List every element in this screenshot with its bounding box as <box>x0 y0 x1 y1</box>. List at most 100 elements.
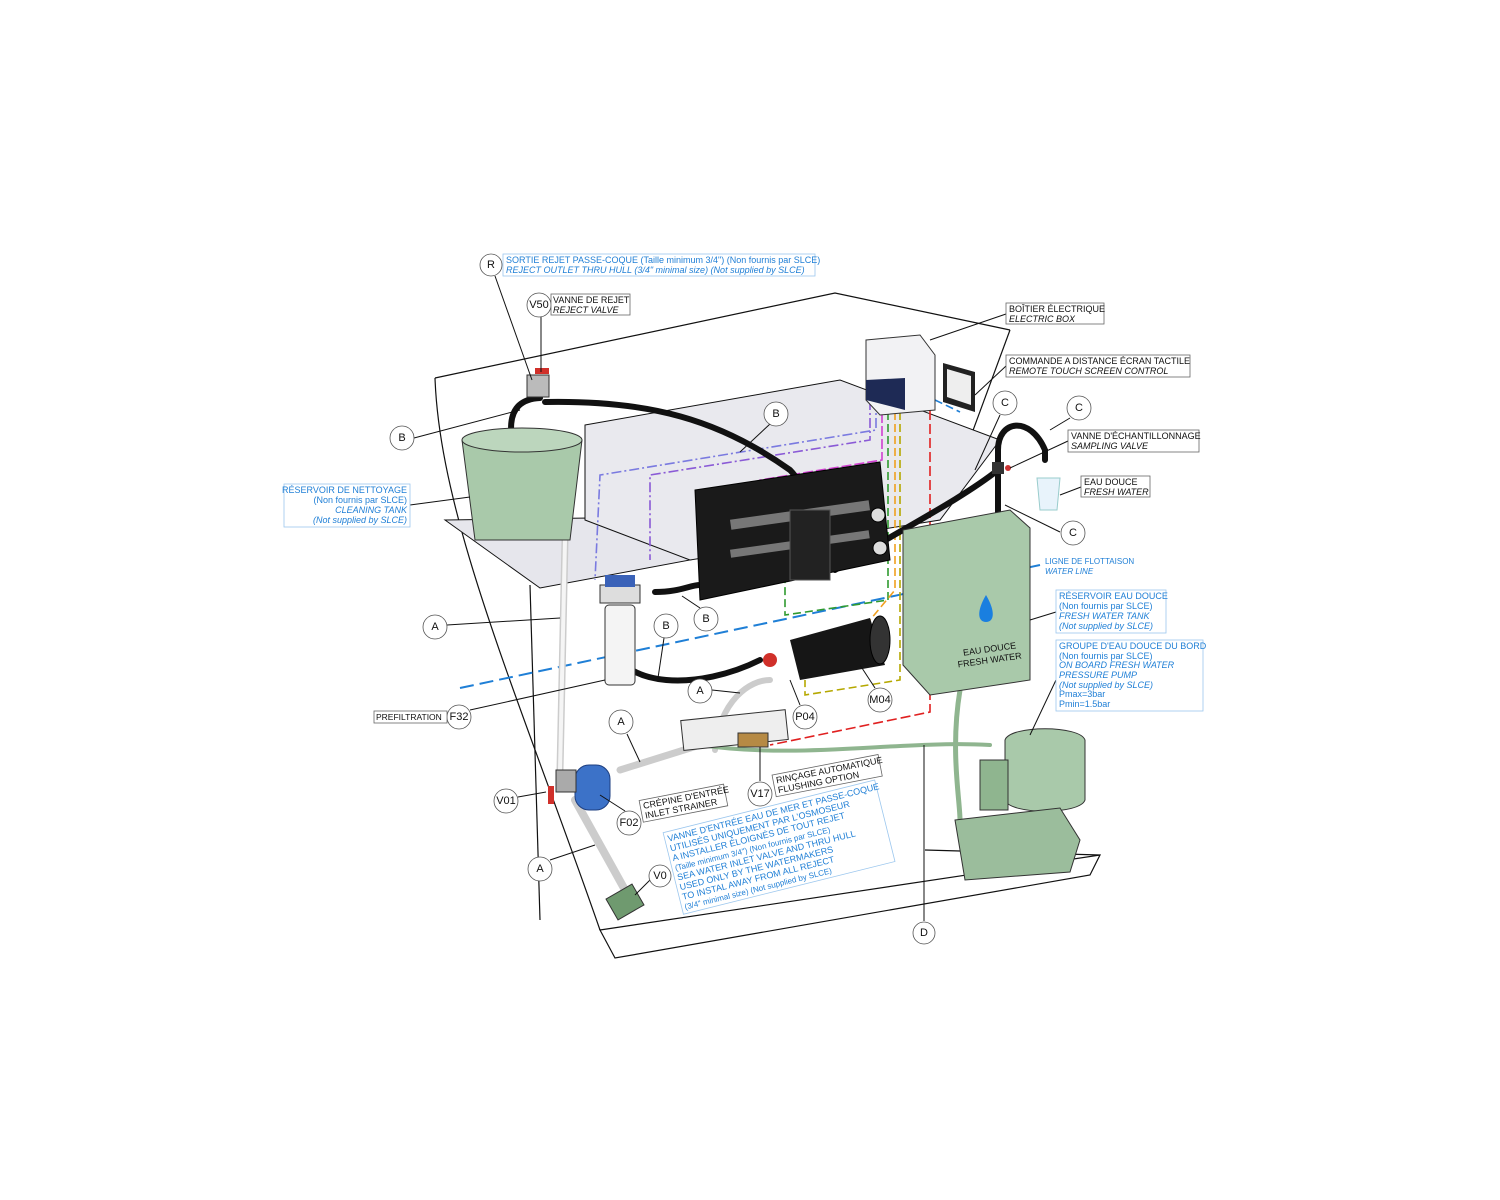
svg-text:SAMPLING VALVE: SAMPLING VALVE <box>1071 441 1149 451</box>
svg-text:COMMANDE A DISTANCE ÉCRAN TACT: COMMANDE A DISTANCE ÉCRAN TACTILE <box>1009 356 1190 366</box>
svg-text:(Not supplied by SLCE): (Not supplied by SLCE) <box>1059 621 1153 631</box>
svg-text:B: B <box>702 613 709 625</box>
svg-text:RÉSERVOIR EAU DOUCE: RÉSERVOIR EAU DOUCE <box>1059 591 1168 601</box>
svg-text:B: B <box>662 620 669 632</box>
callout-R: R <box>479 253 503 277</box>
callout-V50: V50 <box>526 292 552 318</box>
svg-text:V17: V17 <box>750 788 770 800</box>
svg-text:SORTIE REJET PASSE-COQUE (Tail: SORTIE REJET PASSE-COQUE (Taille minimum… <box>506 255 820 265</box>
svg-text:(Non fournis par SLCE): (Non fournis par SLCE) <box>1059 601 1153 611</box>
label-inlet-strainer: CRÉPINE D'ENTRÉE INLET STRAINER <box>638 783 730 823</box>
svg-text:BOÎTIER ÉLECTRIQUE: BOÎTIER ÉLECTRIQUE <box>1009 304 1105 314</box>
callout-F32: F32 <box>446 704 472 730</box>
svg-text:FRESH WATER TANK: FRESH WATER TANK <box>1059 611 1151 621</box>
svg-text:REJECT OUTLET THRU HULL (3/4": REJECT OUTLET THRU HULL (3/4" minimal si… <box>506 265 805 275</box>
svg-text:V01: V01 <box>496 795 516 807</box>
water-glass <box>1036 477 1061 511</box>
svg-text:R: R <box>487 259 495 271</box>
svg-text:EAU DOUCE: EAU DOUCE <box>1084 477 1138 487</box>
svg-text:V0: V0 <box>653 870 666 882</box>
fresh-water-pressure-pump <box>954 728 1086 881</box>
callout-B-filter-in: B <box>653 613 679 639</box>
callout-C-tank: C <box>1060 520 1086 546</box>
label-fresh-water-tank: RÉSERVOIR EAU DOUCE (Non fournis par SLC… <box>1055 589 1168 634</box>
svg-text:(Not supplied by SLCE): (Not supplied by SLCE) <box>313 515 407 525</box>
electric-box <box>865 334 936 416</box>
label-electric-box: BOÎTIER ÉLECTRIQUE ELECTRIC BOX <box>1005 302 1105 325</box>
prefilter <box>599 575 641 686</box>
label-pressure-pump: GROUPE D'EAU DOUCE DU BORD (Non fournis … <box>1055 639 1207 712</box>
callout-V01: V01 <box>493 788 519 814</box>
svg-text:C: C <box>1075 402 1083 414</box>
callout-C-sampling: C <box>1066 395 1092 421</box>
thru-hull-valve <box>605 883 645 921</box>
svg-text:VANNE D'ÉCHANTILLONNAGE: VANNE D'ÉCHANTILLONNAGE <box>1071 431 1201 441</box>
svg-text:F32: F32 <box>450 711 469 723</box>
svg-text:M04: M04 <box>869 694 890 706</box>
callout-B-reject: B <box>389 425 415 451</box>
label-reject-valve: VANNE DE REJET REJECT VALVE <box>550 293 631 316</box>
svg-text:D: D <box>920 927 928 939</box>
svg-text:FRESH WATER: FRESH WATER <box>1084 487 1149 497</box>
fresh-water-tank: EAU DOUCE FRESH WATER <box>902 509 1031 696</box>
svg-text:C: C <box>1069 527 1077 539</box>
svg-text:A: A <box>536 863 544 875</box>
remote-touch-screen <box>943 363 975 412</box>
svg-text:WATER LINE: WATER LINE <box>1045 567 1094 576</box>
label-sampling-valve: VANNE D'ÉCHANTILLONNAGE SAMPLING VALVE <box>1067 429 1201 453</box>
svg-text:V50: V50 <box>529 299 549 311</box>
label-fresh-water: EAU DOUCE FRESH WATER <box>1080 475 1151 498</box>
water-drop-icon <box>979 595 993 622</box>
label-cleaning-tank: RÉSERVOIR DE NETTOYAGE (Non fournis par … <box>282 483 411 528</box>
svg-text:GROUPE D'EAU DOUCE DU BORD: GROUPE D'EAU DOUCE DU BORD <box>1059 641 1207 651</box>
svg-text:LIGNE DE FLOTTAISON: LIGNE DE FLOTTAISON <box>1045 557 1134 566</box>
reject-valve <box>526 368 550 398</box>
svg-text:(Not supplied by SLCE): (Not supplied by SLCE) <box>1059 680 1153 690</box>
svg-text:REJECT VALVE: REJECT VALVE <box>553 305 620 315</box>
callout-A-pump: A <box>687 678 713 704</box>
label-flushing-option: RINÇAGE AUTOMATIQUE FLUSHING OPTION <box>771 754 883 798</box>
svg-text:VANNE DE REJET: VANNE DE REJET <box>553 295 630 305</box>
svg-text:A: A <box>696 685 704 697</box>
label-water-line: LIGNE DE FLOTTAISON WATER LINE <box>1045 557 1134 576</box>
label-prefiltration: PREFILTRATION <box>373 710 448 724</box>
svg-text:P04: P04 <box>795 711 815 723</box>
svg-text:CLEANING TANK: CLEANING TANK <box>335 505 408 515</box>
callout-V0: V0 <box>648 864 672 888</box>
callout-A-strainer: A <box>608 709 634 735</box>
svg-text:A: A <box>431 621 439 633</box>
label-reject-outlet: SORTIE REJET PASSE-COQUE (Taille minimum… <box>502 253 820 277</box>
callout-A-bottom: A <box>527 856 553 882</box>
callout-A-left: A <box>422 614 448 640</box>
callout-C-hose: C <box>992 390 1018 416</box>
sampling-valve <box>992 462 1011 474</box>
svg-text:ELECTRIC BOX: ELECTRIC BOX <box>1009 314 1076 324</box>
svg-text:PRESSURE PUMP: PRESSURE PUMP <box>1059 670 1137 680</box>
flushing-unit <box>680 709 789 752</box>
callout-V17: V17 <box>747 781 773 807</box>
motor-pump <box>763 615 891 680</box>
callout-F02: F02 <box>616 810 642 836</box>
svg-text:REMOTE TOUCH SCREEN CONTROL: REMOTE TOUCH SCREEN CONTROL <box>1009 366 1168 376</box>
callout-B-top: B <box>763 401 789 427</box>
svg-text:B: B <box>398 432 405 444</box>
cleaning-tank-bucket <box>461 427 583 541</box>
svg-text:Pmax=3bar: Pmax=3bar <box>1059 689 1105 699</box>
callout-P04: P04 <box>792 704 818 730</box>
svg-text:RÉSERVOIR DE NETTOYAGE: RÉSERVOIR DE NETTOYAGE <box>282 485 407 495</box>
leader-lines <box>409 275 1082 921</box>
svg-text:(Non fournis par SLCE): (Non fournis par SLCE) <box>313 495 407 505</box>
svg-text:Pmin=1.5bar: Pmin=1.5bar <box>1059 699 1110 709</box>
callout-B-filter-out: B <box>693 606 719 632</box>
callout-D: D <box>912 921 936 945</box>
svg-text:F02: F02 <box>620 817 639 829</box>
inlet-strainer <box>548 764 611 811</box>
svg-text:PREFILTRATION: PREFILTRATION <box>376 712 442 722</box>
callout-M04: M04 <box>867 687 893 713</box>
svg-text:(Non fournis par SLCE): (Non fournis par SLCE) <box>1059 651 1153 661</box>
svg-text:C: C <box>1001 397 1009 409</box>
svg-text:B: B <box>772 408 779 420</box>
svg-text:ON BOARD FRESH WATER: ON BOARD FRESH WATER <box>1059 660 1175 670</box>
svg-text:A: A <box>617 716 625 728</box>
